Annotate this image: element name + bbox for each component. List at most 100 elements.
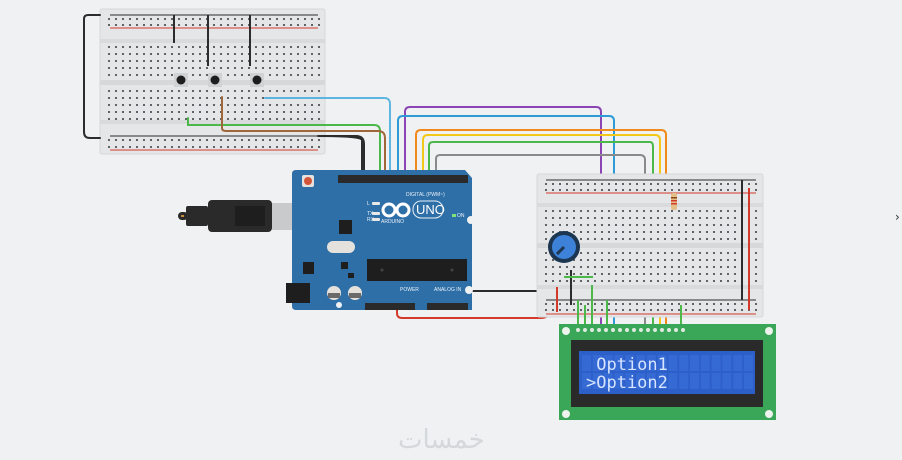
hole [608, 224, 610, 226]
hole [552, 309, 554, 311]
lcd-pin [674, 328, 678, 332]
hole [150, 53, 152, 55]
hole [657, 280, 659, 282]
hole [650, 273, 652, 275]
right-edge-chevron-icon[interactable]: › [895, 210, 900, 224]
hole [587, 231, 589, 233]
hole [122, 18, 124, 20]
breadboard-right[interactable] [536, 173, 764, 318]
lcd-pins [576, 328, 685, 332]
atmega-chip [367, 259, 467, 281]
potentiometer[interactable] [548, 231, 580, 263]
lcd-cell [733, 355, 743, 371]
hole [699, 189, 701, 191]
hole [671, 280, 673, 282]
hole [199, 53, 201, 55]
hole [318, 118, 320, 120]
hole [136, 24, 138, 26]
hole [227, 97, 229, 99]
hole [290, 118, 292, 120]
hole [559, 210, 561, 212]
hole [206, 146, 208, 148]
hole [234, 24, 236, 26]
hole [318, 90, 320, 92]
hole [122, 74, 124, 76]
hole [255, 139, 257, 141]
hole [276, 24, 278, 26]
hole [594, 224, 596, 226]
hole [615, 183, 617, 185]
hole [171, 111, 173, 113]
hole [297, 46, 299, 48]
hole [227, 46, 229, 48]
hole [636, 252, 638, 254]
hole [164, 18, 166, 20]
hole [283, 111, 285, 113]
arduino-uno-board[interactable]: DIGITAL (PWM~) L TX RX ARDUINO UNO ON PO… [286, 170, 475, 310]
hole [108, 18, 110, 20]
lcd-16x2[interactable]: Option1 >Option2 [559, 324, 776, 420]
hole [734, 189, 736, 191]
hole [545, 252, 547, 254]
hole [629, 231, 631, 233]
hole [587, 183, 589, 185]
hole [262, 60, 264, 62]
hole [234, 118, 236, 120]
hole [608, 303, 610, 305]
hole [185, 97, 187, 99]
hole [594, 259, 596, 261]
pushbutton-2[interactable] [208, 73, 222, 87]
hole [636, 238, 638, 240]
hole [220, 146, 222, 148]
hole [587, 309, 589, 311]
hole [580, 280, 582, 282]
pushbutton-1[interactable] [174, 73, 188, 87]
hole [318, 139, 320, 141]
hole [587, 238, 589, 240]
hole [545, 266, 547, 268]
hole [115, 24, 117, 26]
pushbutton-3[interactable] [250, 73, 264, 87]
lcd-pin [583, 328, 587, 332]
hole [580, 238, 582, 240]
lcd-cell [700, 373, 710, 389]
hole [545, 183, 547, 185]
hole [129, 60, 131, 62]
hole [559, 189, 561, 191]
hole [629, 183, 631, 185]
hole [678, 273, 680, 275]
hole [150, 97, 152, 99]
hole [185, 118, 187, 120]
hole [290, 18, 292, 20]
hole [157, 90, 159, 92]
lcd-cell [657, 355, 667, 371]
hole [283, 46, 285, 48]
hole [594, 217, 596, 219]
hole [650, 238, 652, 240]
hole [755, 210, 757, 212]
resistor[interactable] [671, 193, 677, 210]
hole [594, 238, 596, 240]
hole [587, 217, 589, 219]
hole [192, 74, 194, 76]
hole [671, 273, 673, 275]
hole [650, 280, 652, 282]
hole [706, 266, 708, 268]
hole [720, 189, 722, 191]
hole [636, 303, 638, 305]
hole [692, 280, 694, 282]
hole [587, 266, 589, 268]
lcd-cell [614, 355, 624, 371]
hole [727, 231, 729, 233]
hole [734, 266, 736, 268]
hole [685, 280, 687, 282]
hole [552, 303, 554, 305]
hole [699, 259, 701, 261]
hole [755, 238, 757, 240]
hole [664, 183, 666, 185]
hole [283, 118, 285, 120]
hole [678, 183, 680, 185]
lcd-cell [733, 373, 743, 389]
lcd-pin [590, 328, 594, 332]
hole [227, 18, 229, 20]
